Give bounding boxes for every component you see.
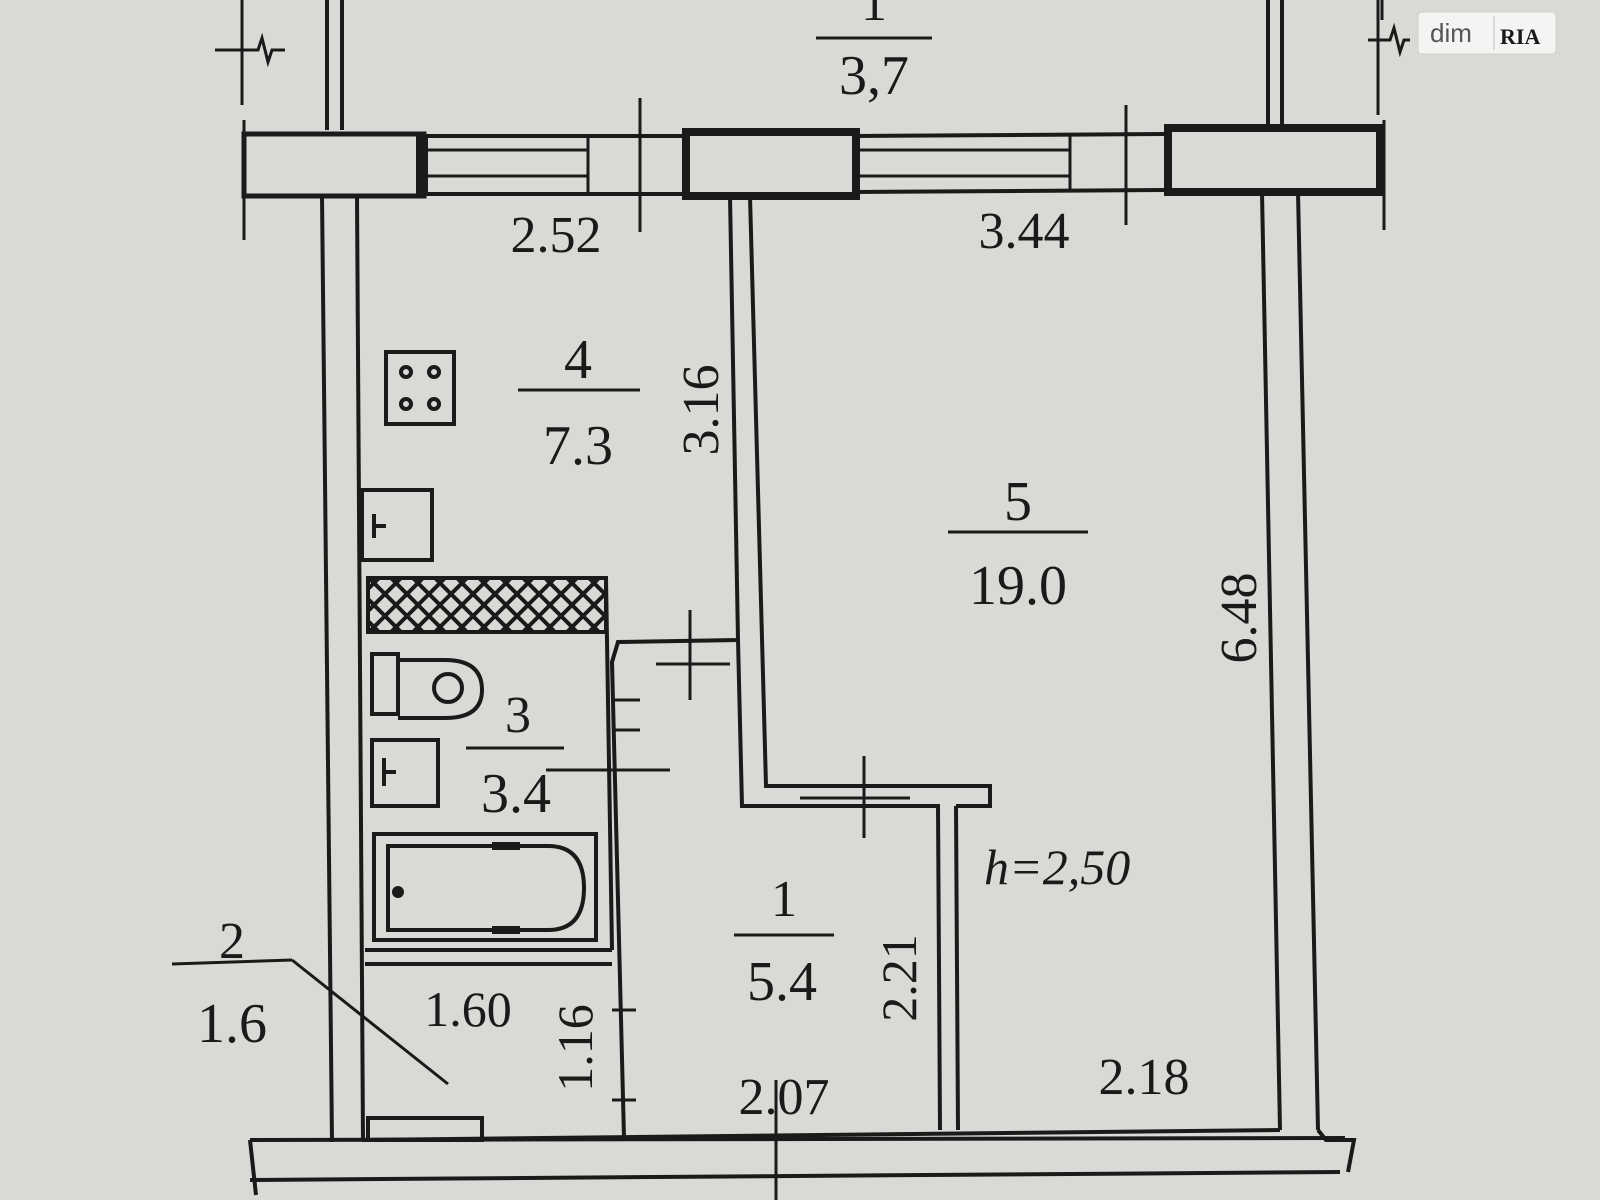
dim-room-width: 3.44	[979, 203, 1070, 260]
dim-room-lower-width: 2.18	[1099, 1049, 1190, 1106]
stove-icon	[384, 350, 456, 426]
dim-closet-length: 1.16	[547, 1004, 603, 1092]
room-5-area: 19.0	[969, 555, 1067, 617]
partition-kitchen-room	[609, 195, 992, 1139]
kitchen-sink-icon	[360, 488, 434, 562]
watermark-ria: RIA	[1500, 24, 1540, 49]
watermark-dim: dim	[1430, 18, 1472, 48]
room-1-number: 1	[771, 871, 797, 928]
sink-icon	[370, 738, 440, 808]
watermark-logo: dim RIA	[1417, 11, 1557, 55]
bathtub-icon	[372, 832, 598, 942]
room-3-area: 3.4	[481, 763, 551, 825]
closet-area	[171, 958, 484, 1142]
balcony-area: 3,7	[839, 45, 909, 107]
room-2-area: 1.6	[197, 993, 267, 1055]
fraction-lines	[466, 36, 1088, 937]
left-exterior-wall	[320, 195, 365, 1143]
room-4-area: 7.3	[543, 415, 613, 477]
toilet-icon	[370, 652, 485, 720]
room-2-number: 2	[219, 913, 245, 970]
balcony-area	[215, 0, 1410, 130]
top-exterior-wall	[241, 98, 1386, 240]
room-4-number: 4	[564, 329, 592, 391]
balcony-number: 1	[861, 0, 887, 32]
room-1-area: 5.4	[747, 951, 817, 1013]
ceiling-height: h=2,50	[984, 839, 1130, 895]
dim-kitchen-width: 2.52	[511, 207, 602, 264]
dim-corridor-width: 2.07	[739, 1069, 830, 1126]
bathroom-block	[365, 576, 670, 1102]
dim-kitchen-length: 3.16	[673, 365, 730, 456]
dim-closet-width: 1.60	[424, 981, 512, 1037]
dim-room-length: 6.48	[1211, 573, 1268, 664]
room-5-number: 5	[1004, 471, 1032, 533]
room-3-number: 3	[505, 687, 531, 744]
ventilation-duct	[366, 576, 608, 634]
dim-corridor-length: 2.21	[871, 934, 927, 1022]
